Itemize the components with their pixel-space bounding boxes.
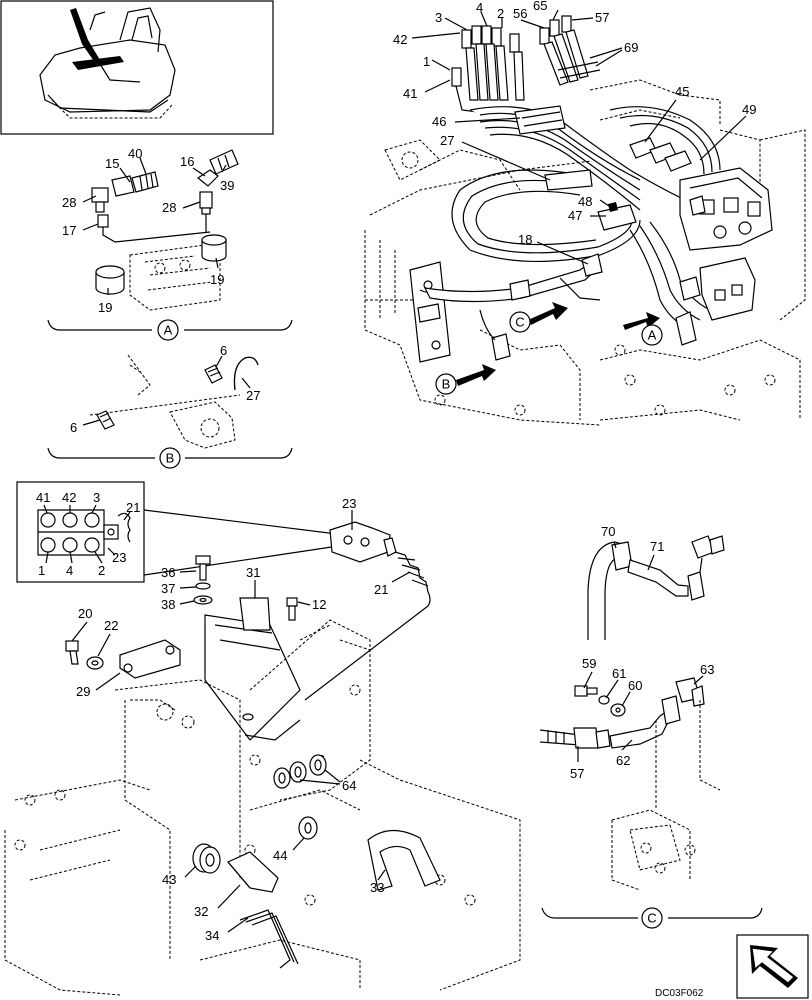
callout-2-top: 2 [497,6,504,21]
callout-18: 18 [518,232,532,247]
callout-6-upper: 6 [220,343,227,358]
callout-46: 46 [432,114,446,129]
callout-39: 39 [220,178,234,193]
callout-33: 33 [370,880,384,895]
callout-2-inset: 2 [98,563,105,578]
arrow-a-label: A [648,328,657,343]
callout-60: 60 [628,678,642,693]
callout-20: 20 [78,606,92,621]
callout-42-inset: 42 [62,490,76,505]
callout-16: 16 [180,154,194,169]
callout-41-inset: 41 [36,490,50,505]
lower-frame-assembly: 23 21 36 37 38 31 12 20 22 29 64 44 43 3… [4,496,521,996]
callout-61: 61 [612,666,626,681]
callout-22: 22 [104,618,118,633]
callout-23-main: 23 [342,496,356,511]
detail-view-a: A 15 40 16 39 28 28 17 19 19 [47,146,293,341]
callout-57-top: 57 [595,10,609,25]
view-c-label: C [647,911,656,926]
callout-57-lower: 57 [570,766,584,781]
callout-23-inset: 23 [112,550,126,565]
callout-45: 45 [675,84,689,99]
callout-6-lower: 6 [70,420,77,435]
callout-71: 71 [650,539,664,554]
callout-48: 48 [578,194,592,209]
callout-15: 15 [105,156,119,171]
callout-44: 44 [273,848,287,863]
callout-1-top: 1 [423,54,430,69]
callout-49: 49 [742,102,756,117]
callout-59: 59 [582,656,596,671]
callout-42-top: 42 [393,32,407,47]
forward-direction-icon [736,934,809,999]
view-b-label: B [166,451,175,466]
arrow-c-label: C [515,315,524,330]
callout-21-main: 21 [374,582,388,597]
callout-34: 34 [205,928,219,943]
callout-64: 64 [342,778,356,793]
view-a-label: A [164,323,173,338]
callout-56: 56 [513,6,527,21]
callout-65: 65 [533,0,547,13]
callout-1-inset: 1 [38,563,45,578]
callout-43: 43 [162,872,176,887]
main-hose-assembly: C A B 3 4 2 42 1 41 56 65 57 69 45 49 [364,0,806,426]
callout-62: 62 [616,753,630,768]
callout-28-right: 28 [162,200,176,215]
callout-12: 12 [312,597,326,612]
machine-locator-inset [0,0,274,135]
callout-28-left: 28 [62,195,76,210]
callout-29: 29 [76,684,90,699]
callout-40: 40 [128,146,142,161]
detail-view-c: C 70 71 59 61 60 63 57 62 [539,524,763,929]
callout-32: 32 [194,904,208,919]
callout-4-inset: 4 [66,563,73,578]
callout-37: 37 [161,581,175,596]
callout-38: 38 [161,597,175,612]
callout-27-lower: 27 [246,388,260,403]
callout-27-top: 27 [440,133,454,148]
callout-41-top: 41 [403,86,417,101]
arrow-b-label: B [442,377,451,392]
callout-19-left: 19 [98,300,112,315]
callout-17: 17 [62,223,76,238]
callout-31: 31 [246,565,260,580]
callout-36: 36 [161,565,175,580]
callout-19-right: 19 [210,272,224,287]
callout-70: 70 [601,524,615,539]
drawing-reference-code: DC03F062 [655,988,704,999]
detail-view-b: B 6 27 6 [47,343,293,469]
callout-69: 69 [624,40,638,55]
callout-4-top: 4 [476,0,483,15]
clamp-zoom-inset: 41 42 3 21 1 4 2 23 [16,481,346,583]
callout-3-top: 3 [435,10,442,25]
callout-3-inset: 3 [93,490,100,505]
callout-63: 63 [700,662,714,677]
callout-21-inset: 21 [126,500,140,515]
callout-47: 47 [568,208,582,223]
